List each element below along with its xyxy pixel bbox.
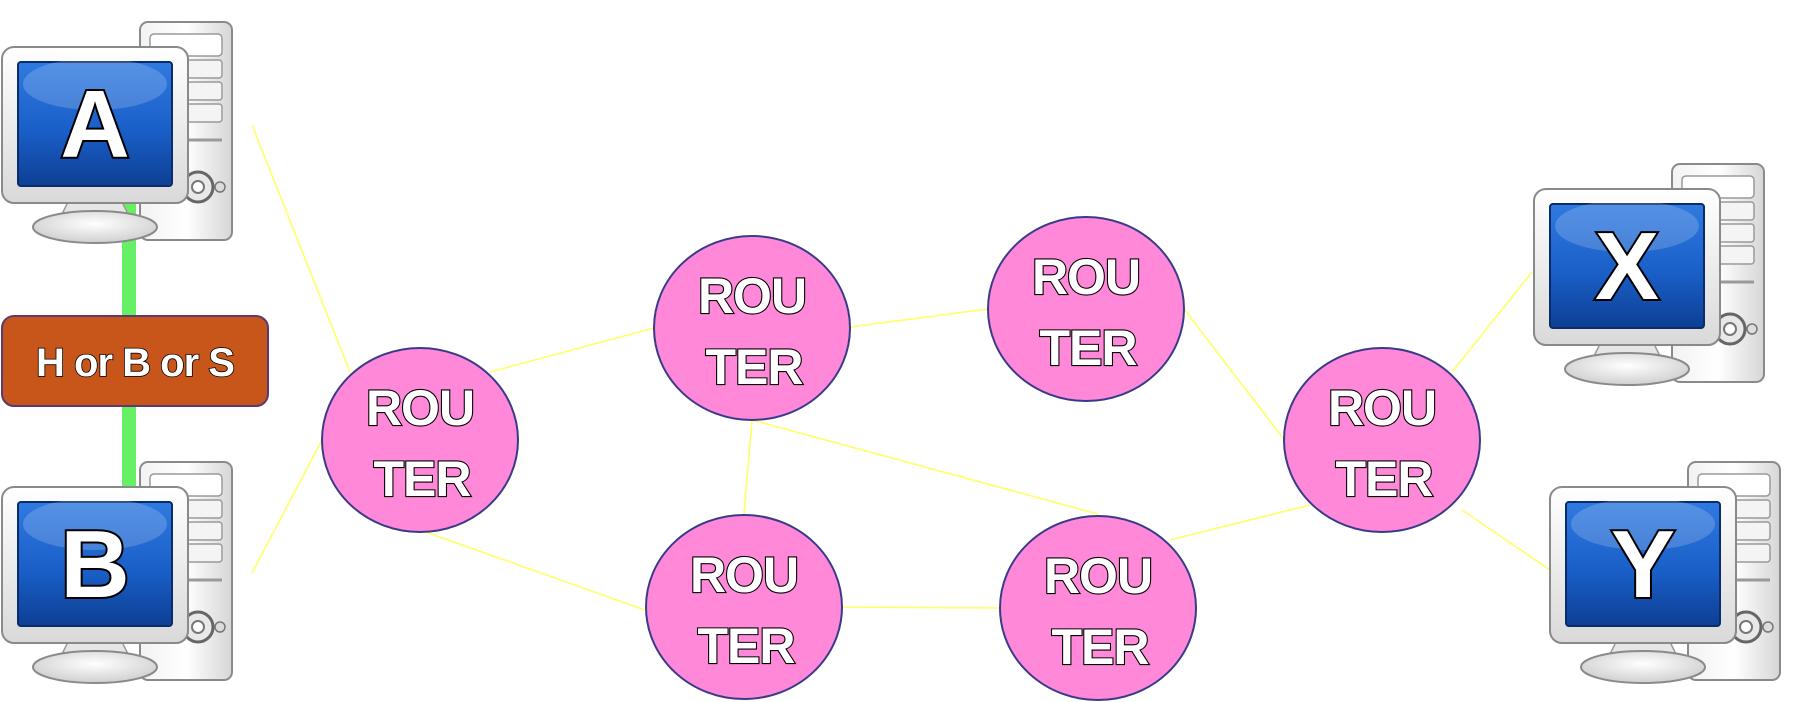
router-3[interactable]: ROU TER: [987, 216, 1185, 402]
link-type-label: H or B or S: [36, 341, 234, 385]
computer-a[interactable]: A: [0, 20, 234, 245]
link-r1-r2: [489, 327, 655, 373]
computer-y-label: Y: [1611, 511, 1675, 618]
router-5-label-line1: ROU: [1044, 548, 1152, 604]
computer-x-label: X: [1595, 213, 1659, 320]
router-1-label-line1: ROU: [366, 380, 474, 436]
router-5[interactable]: ROU TER: [999, 515, 1197, 701]
connection-lines: [251, 124, 1551, 611]
link-type-badge: H or B or S: [1, 315, 269, 407]
link-a-r1: [251, 124, 351, 373]
link-r2-r5: [751, 419, 1099, 515]
link-r5-r6: [1169, 504, 1311, 541]
link-r2-r3: [849, 308, 989, 328]
computer-a-label: A: [60, 71, 129, 178]
router-6[interactable]: ROU TER: [1283, 347, 1481, 533]
router-1[interactable]: ROU TER: [321, 347, 519, 533]
router-2[interactable]: ROU TER: [653, 235, 851, 421]
computer-b[interactable]: B: [0, 460, 234, 685]
router-2-label-line2: TER: [706, 339, 804, 395]
router-4-label-line1: ROU: [690, 547, 798, 603]
router-5-label-line2: TER: [1052, 619, 1150, 675]
computer-y[interactable]: Y: [1548, 460, 1782, 685]
router-4[interactable]: ROU TER: [645, 514, 843, 700]
link-r2-r4: [743, 419, 753, 515]
computer-b-label: B: [60, 511, 129, 618]
link-r6-y: [1461, 509, 1551, 571]
router-4-label-line2: TER: [698, 618, 796, 674]
router-2-label-line1: ROU: [698, 268, 806, 324]
router-6-label-line1: ROU: [1328, 380, 1436, 436]
computer-x[interactable]: X: [1532, 162, 1766, 387]
link-r1-r4: [419, 529, 646, 611]
router-3-label-line2: TER: [1040, 320, 1138, 376]
router-1-label-line2: TER: [374, 451, 472, 507]
router-6-label-line2: TER: [1336, 451, 1434, 507]
link-r6-x: [1451, 271, 1533, 373]
link-r4-r5: [841, 606, 1001, 609]
link-b-r1: [251, 439, 323, 574]
router-3-label-line1: ROU: [1032, 249, 1140, 305]
link-r3-r6: [1183, 308, 1284, 439]
